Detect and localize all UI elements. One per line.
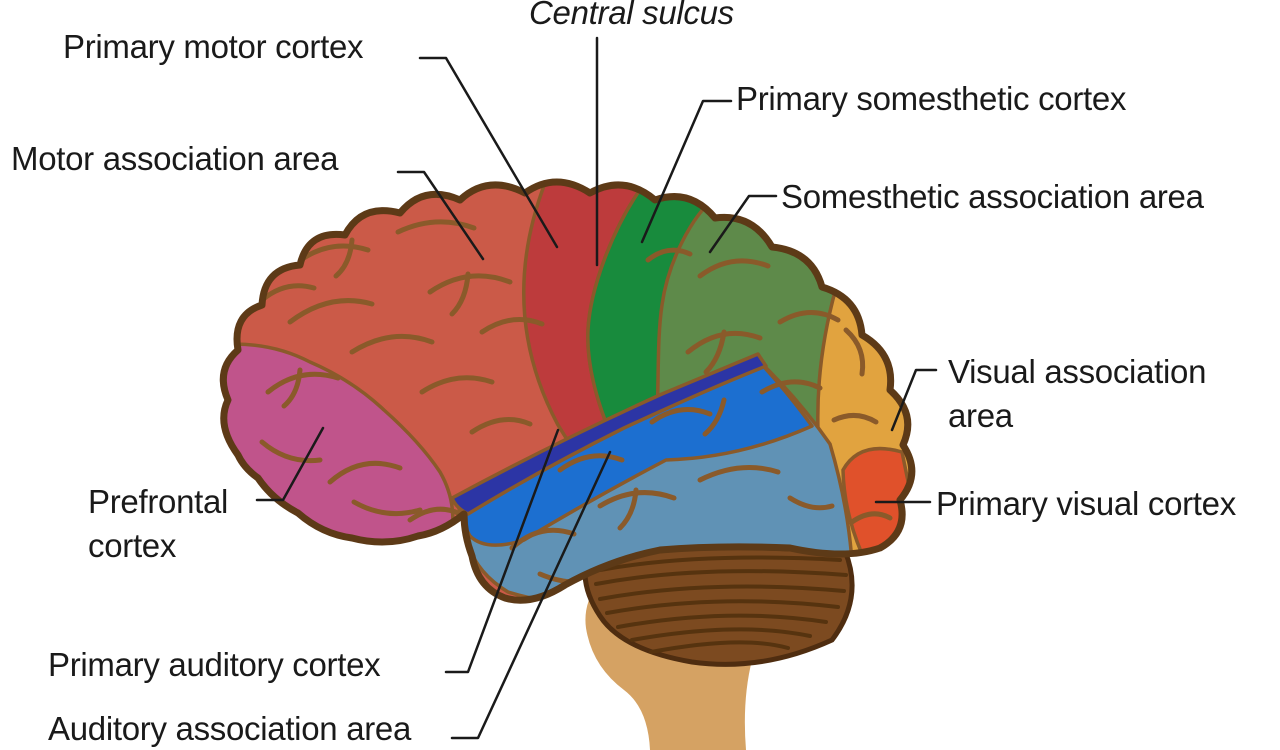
label-visual-association-line1: Visual association: [948, 353, 1207, 390]
gyri-lines: [259, 219, 893, 585]
label-primary-auditory-cortex: Primary auditory cortex: [48, 646, 381, 683]
label-prefrontal-cortex: Prefrontal cortex: [88, 480, 228, 568]
leader-primary-motor-cortex: [418, 56, 559, 249]
label-motor-association-area: Motor association area: [11, 140, 339, 177]
label-prefrontal-line2: cortex: [88, 527, 177, 564]
label-prefrontal-line1: Prefrontal: [88, 483, 229, 520]
leader-motor-association-area: [396, 170, 485, 261]
label-primary-visual-cortex: Primary visual cortex: [936, 485, 1236, 522]
label-auditory-association-area: Auditory association area: [48, 710, 412, 747]
leader-lines: [255, 36, 938, 740]
label-central-sulcus: Central sulcus: [529, 0, 734, 31]
label-somesthetic-association-area: Somesthetic association area: [781, 178, 1204, 215]
label-visual-association-line2: area: [948, 397, 1013, 434]
label-primary-somesthetic-cortex: Primary somesthetic cortex: [736, 80, 1127, 117]
leader-primary-auditory-cortex: [444, 428, 560, 674]
leader-primary-somesthetic-cortex: [640, 99, 733, 244]
leader-visual-association-area: [890, 368, 938, 432]
label-primary-motor-cortex: Primary motor cortex: [63, 28, 364, 65]
region-lateral-sulcus: [450, 352, 768, 516]
cerebrum-outline: [219, 178, 916, 604]
leader-auditory-association-area: [450, 450, 612, 740]
leader-somesthetic-association-area: [708, 194, 778, 254]
label-visual-association-area: Visual association area: [948, 350, 1206, 438]
leader-prefrontal-cortex: [255, 426, 325, 502]
